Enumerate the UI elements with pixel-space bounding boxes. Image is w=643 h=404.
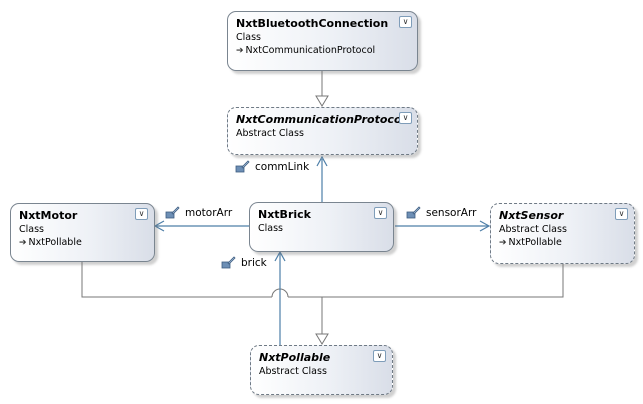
- property-icon: [221, 256, 236, 269]
- inheritance-bluetooth-to-protocol: [315, 71, 329, 107]
- class-nxt-brick[interactable]: NxtBrick Class ∨: [249, 202, 394, 252]
- class-name: NxtBluetoothConnection: [236, 17, 389, 30]
- association-name: commLink: [255, 161, 310, 173]
- class-nxt-bluetooth-connection[interactable]: NxtBluetoothConnection Class ➔NxtCommuni…: [227, 11, 418, 71]
- class-name: NxtPollable: [259, 351, 331, 364]
- chevron-down-icon[interactable]: ∨: [399, 16, 412, 28]
- class-name: NxtSensor: [499, 209, 564, 222]
- chevron-down-icon[interactable]: ∨: [399, 112, 412, 124]
- association-label-motorarr[interactable]: motorArr: [165, 206, 232, 219]
- class-stereotype: Class: [258, 223, 283, 234]
- association-name: motorArr: [185, 207, 233, 219]
- chevron-down-icon[interactable]: ∨: [135, 208, 148, 220]
- base-class: ➔NxtPollable: [499, 237, 562, 248]
- class-nxt-sensor[interactable]: NxtSensor Abstract Class ➔NxtPollable ∨: [490, 203, 635, 264]
- base-class: ➔NxtCommunicationProtocol: [236, 45, 375, 56]
- class-stereotype: Class: [19, 224, 44, 235]
- association-name: sensorArr: [426, 207, 477, 219]
- class-nxt-communication-protocol[interactable]: NxtCommunicationProtocol Abstract Class …: [227, 107, 418, 155]
- class-stereotype: Abstract Class: [499, 224, 567, 235]
- chevron-down-icon[interactable]: ∨: [615, 208, 628, 220]
- association-brick: [274, 250, 286, 345]
- class-stereotype: Abstract Class: [236, 128, 304, 139]
- chevron-down-icon[interactable]: ∨: [374, 207, 387, 219]
- property-icon: [235, 160, 250, 173]
- class-nxt-pollable[interactable]: NxtPollable Abstract Class ∨: [250, 345, 393, 395]
- association-name: brick: [241, 257, 267, 269]
- base-class: ➔NxtPollable: [19, 237, 82, 248]
- base-class-name: NxtPollable: [28, 237, 82, 248]
- class-stereotype: Class: [236, 32, 261, 43]
- inherits-arrow-icon: ➔: [19, 238, 27, 248]
- class-name: NxtMotor: [19, 209, 78, 222]
- property-icon: [165, 206, 180, 219]
- inherits-arrow-icon: ➔: [499, 238, 507, 248]
- chevron-down-icon[interactable]: ∨: [373, 350, 386, 362]
- association-sensorarr: [395, 220, 491, 232]
- association-commlink: [316, 155, 328, 202]
- base-class-name: NxtCommunicationProtocol: [245, 45, 376, 56]
- class-nxt-motor[interactable]: NxtMotor Class ➔NxtPollable ∨: [10, 203, 155, 262]
- association-label-commlink[interactable]: commLink: [235, 160, 309, 173]
- inheritance-to-pollable: [81, 262, 564, 345]
- inherits-arrow-icon: ➔: [236, 46, 244, 56]
- base-class-name: NxtPollable: [508, 237, 562, 248]
- class-name: NxtCommunicationProtocol: [236, 113, 406, 126]
- association-motorarr: [153, 220, 249, 232]
- class-stereotype: Abstract Class: [259, 366, 327, 377]
- association-label-sensorarr[interactable]: sensorArr: [406, 206, 476, 219]
- property-icon: [406, 206, 421, 219]
- association-label-brick[interactable]: brick: [221, 256, 267, 269]
- class-name: NxtBrick: [258, 208, 311, 221]
